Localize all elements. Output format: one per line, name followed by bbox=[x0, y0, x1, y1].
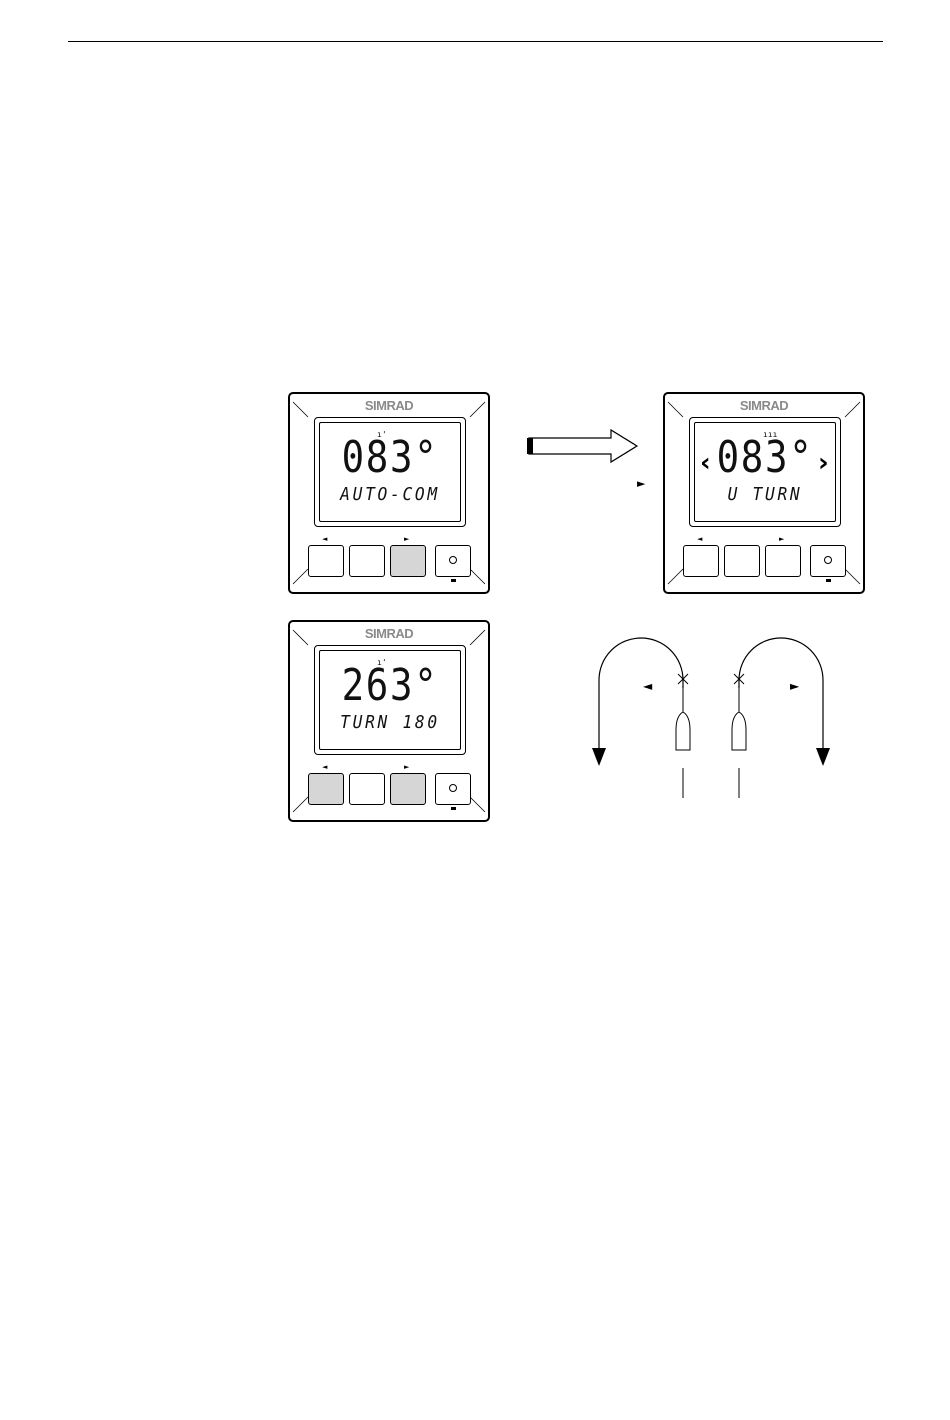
port-arrow-icon: ◄ bbox=[697, 535, 702, 543]
left-turn-arc bbox=[599, 638, 683, 680]
starboard-key[interactable] bbox=[390, 545, 426, 577]
lcd-display: ı' 083° AUTO-COM bbox=[314, 417, 466, 527]
port-arrow-icon: ◄ bbox=[322, 763, 327, 771]
starboard-arrow-icon: ► bbox=[404, 763, 409, 771]
autopilot-panel-turn180: SIMRAD ı' 263° TURN 180 ◄ ► bbox=[288, 620, 490, 822]
port-key[interactable] bbox=[308, 773, 344, 805]
boat-left-icon bbox=[676, 712, 690, 750]
port-key[interactable] bbox=[683, 545, 719, 577]
starboard-turn-arrow-icon: ► bbox=[790, 679, 800, 693]
u-turn-diagram: ◄ ► bbox=[585, 630, 845, 805]
right-turn-arc bbox=[739, 638, 823, 680]
autopilot-panel-auto: SIMRAD ı' 083° AUTO-COM ◄ ► bbox=[288, 392, 490, 594]
starboard-key[interactable] bbox=[390, 773, 426, 805]
port-arrow-icon: ◄ bbox=[322, 535, 327, 543]
left-down-arrow-icon bbox=[592, 748, 606, 766]
center-key[interactable] bbox=[349, 545, 385, 577]
starboard-arrow-icon: ► bbox=[779, 535, 784, 543]
power-icon bbox=[449, 556, 457, 564]
power-icon bbox=[824, 556, 832, 564]
transition-arrow-icon bbox=[525, 428, 640, 464]
mode-readout: TURN 180 bbox=[323, 712, 458, 733]
brand-logo: SIMRAD bbox=[290, 626, 488, 641]
heading-readout: 083° bbox=[701, 436, 829, 480]
power-led-icon bbox=[451, 807, 456, 810]
power-key[interactable] bbox=[435, 545, 471, 577]
turn-bracket-right-icon: › bbox=[818, 448, 829, 478]
autopilot-panel-uturn: SIMRAD ııı ‹ 083° › U TURN ◄ ► bbox=[663, 392, 865, 594]
power-led-icon bbox=[451, 579, 456, 582]
mode-readout: U TURN bbox=[698, 484, 833, 505]
power-icon bbox=[449, 784, 457, 792]
lcd-display: ı' 263° TURN 180 bbox=[314, 645, 466, 755]
brand-logo: SIMRAD bbox=[290, 398, 488, 413]
power-led-icon bbox=[826, 579, 831, 582]
mode-readout: AUTO-COM bbox=[323, 484, 458, 505]
heading-readout: 083° bbox=[326, 436, 454, 480]
power-key[interactable] bbox=[810, 545, 846, 577]
lcd-display: ııı ‹ 083° › U TURN bbox=[689, 417, 841, 527]
center-key[interactable] bbox=[724, 545, 760, 577]
starboard-indicator-icon: ► bbox=[637, 477, 645, 490]
right-down-arrow-icon bbox=[816, 748, 830, 766]
port-key[interactable] bbox=[308, 545, 344, 577]
boat-right-icon bbox=[732, 712, 746, 750]
header-rule bbox=[68, 41, 883, 42]
heading-readout: 263° bbox=[326, 664, 454, 708]
power-key[interactable] bbox=[435, 773, 471, 805]
brand-logo: SIMRAD bbox=[665, 398, 863, 413]
center-key[interactable] bbox=[349, 773, 385, 805]
starboard-key[interactable] bbox=[765, 545, 801, 577]
port-turn-arrow-icon: ◄ bbox=[643, 679, 653, 693]
starboard-arrow-icon: ► bbox=[404, 535, 409, 543]
